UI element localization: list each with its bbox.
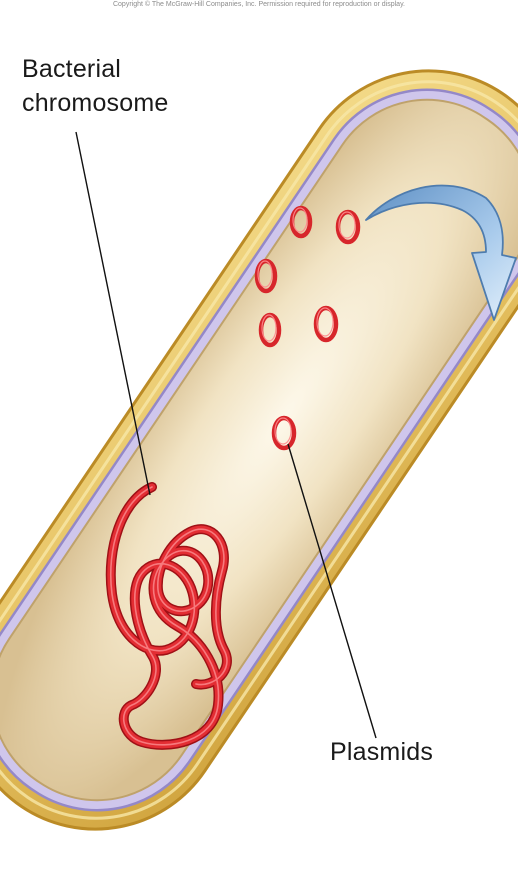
bacterial-chromosome-label: Bacterial chromosome xyxy=(22,52,212,120)
chromosome-label-line2: chromosome xyxy=(22,86,212,120)
copyright-notice: Copyright © The McGraw-Hill Companies, I… xyxy=(0,0,518,9)
plasmids-label: Plasmids xyxy=(330,735,433,769)
chromosome-label-line1: Bacterial xyxy=(22,52,212,86)
cytoplasm xyxy=(0,60,518,840)
